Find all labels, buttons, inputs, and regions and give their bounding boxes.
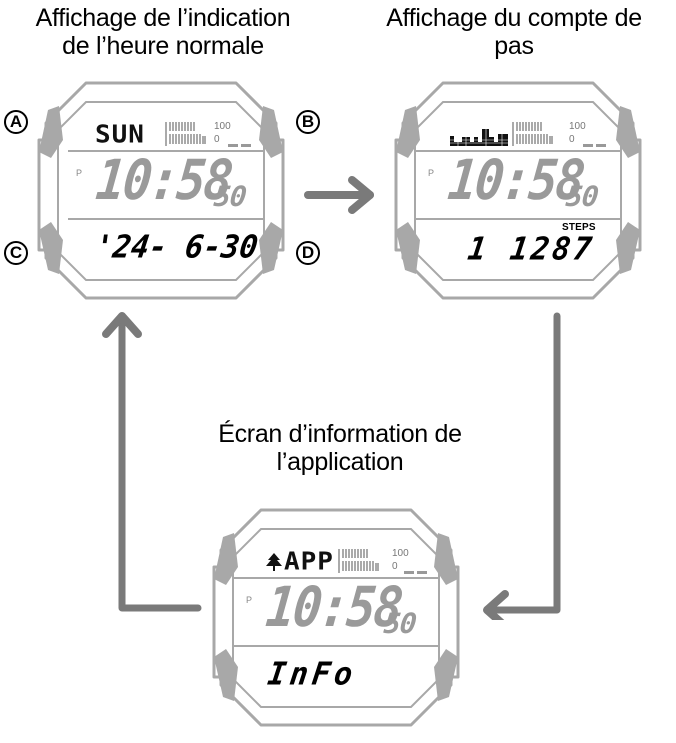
caption-line: pas — [494, 32, 534, 60]
date-display: '24- 6-30 — [92, 229, 261, 266]
graph-min-label: 0 — [392, 561, 398, 572]
arrow-right-icon — [304, 176, 374, 214]
watch-case-outline — [212, 508, 460, 727]
lcd-top-row: SUN 100 0 — [95, 118, 265, 150]
graph-max-label: 100 — [392, 548, 409, 559]
step-count-value: 1 1287 — [465, 231, 597, 268]
lcd-display: 100 0 P 10:58 50 STEPS 1 1287 — [388, 80, 648, 300]
mode-label: APP — [284, 547, 334, 577]
side-button-d — [259, 222, 283, 274]
app-icon — [266, 553, 282, 571]
watch-step-count: 100 0 P 10:58 50 STEPS 1 1287 — [388, 80, 648, 300]
day-of-week: SUN — [95, 120, 145, 150]
caption-line: Affichage du compte de — [386, 4, 642, 32]
arrow-left-up-icon — [102, 312, 202, 612]
pm-indicator: P — [76, 168, 83, 178]
caption-normal-time: Affichage de l’indication de l’heure nor… — [0, 4, 326, 60]
level-graph-icon — [338, 549, 379, 573]
dash-indicator — [596, 144, 606, 147]
watch-app-info: APP 100 0 P 10:58 50 InFo — [206, 507, 466, 727]
caption-line: de l’heure normale — [62, 32, 264, 60]
steps-label: STEPS — [562, 222, 596, 233]
lcd-display: SUN 100 0 P 10:58 50 '24- 6-30 — [31, 80, 291, 300]
button-label-b: B — [296, 110, 320, 134]
graph-max-label: 100 — [569, 121, 586, 132]
dash-indicator — [404, 571, 414, 574]
dash-indicator — [241, 144, 251, 147]
time-seconds: 50 — [212, 180, 248, 213]
button-label-c: C — [4, 241, 28, 265]
graph-max-label: 100 — [214, 121, 231, 132]
time-seconds: 50 — [382, 607, 418, 640]
pm-indicator: P — [428, 168, 435, 178]
time-seconds: 50 — [564, 180, 600, 213]
info-label: InFo — [265, 656, 359, 693]
lcd-top-row: 100 0 — [450, 118, 620, 148]
side-button-a — [39, 106, 63, 158]
graph-min-label: 0 — [214, 134, 220, 145]
dash-indicator — [583, 144, 593, 147]
watch-case-outline — [394, 81, 642, 300]
dash-indicator — [417, 571, 427, 574]
level-graph-icon — [165, 122, 206, 146]
level-graph-icon — [512, 122, 553, 146]
arrow-down-left-icon — [483, 312, 561, 620]
caption-app-info: Écran d’information de l’application — [170, 420, 510, 476]
step-histogram-icon — [450, 126, 510, 146]
lcd-display: APP 100 0 P 10:58 50 InFo — [206, 507, 466, 727]
caption-line: Écran d’information de — [218, 420, 462, 448]
button-label-d: D — [296, 241, 320, 265]
side-button-b — [259, 106, 283, 158]
watch-case-outline — [37, 81, 285, 300]
watch-normal-time: SUN 100 0 P 10:58 50 '24- 6-30 — [31, 80, 291, 300]
pm-indicator: P — [246, 595, 253, 605]
side-button-c — [39, 222, 63, 274]
caption-line: Affichage de l’indication — [35, 4, 291, 32]
button-label-a: A — [4, 110, 28, 134]
caption-step-count: Affichage du compte de pas — [352, 4, 676, 60]
caption-line: l’application — [276, 448, 404, 476]
lcd-top-row: APP 100 0 — [266, 545, 436, 577]
graph-min-label: 0 — [569, 134, 575, 145]
dash-indicator — [228, 144, 238, 147]
